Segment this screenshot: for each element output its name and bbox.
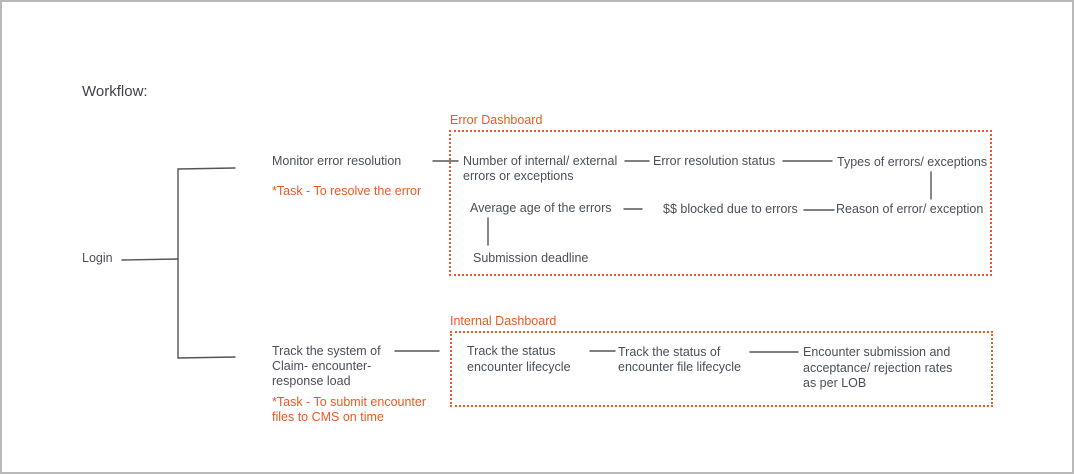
track-system-node-line-3: response load (272, 374, 351, 388)
status-lifecycle-node-line-1: Track the status (467, 344, 556, 358)
reason-of-error-node: Reason of error/ exception (836, 202, 984, 216)
resolution-status-node: Error resolution status (653, 154, 776, 168)
monitor-error-node: Monitor error resolution (272, 154, 402, 168)
submission-deadline-node: Submission deadline (473, 251, 589, 265)
internal-dashboard-label: Internal Dashboard (450, 314, 557, 328)
track-system-node-line-1: Track the system of (272, 344, 381, 358)
internal-external-count-line-1: Number of internal/ external (463, 154, 618, 168)
login-connector (121, 258, 179, 261)
submission-rates-node-line-2: acceptance/ rejection rates (803, 361, 953, 375)
tree-bottom-branch (177, 356, 236, 359)
internal-dashboard-box (450, 331, 993, 407)
submission-rates-node-line-1: Encounter submission and (803, 345, 951, 359)
error-dashboard-label: Error Dashboard (450, 113, 543, 127)
internal-external-count-line-2: errors or exceptions (463, 169, 574, 183)
track-system-node-line-2: Claim- encounter- (272, 359, 372, 373)
workflow-title: Workflow: (82, 83, 148, 100)
submission-rates-node-line-3: as per LOB (803, 376, 867, 390)
status-lifecycle-node-line-2: encounter lifecycle (467, 360, 571, 374)
file-lifecycle-node-line-2: encounter file lifecycle (618, 360, 741, 374)
file-lifecycle-node-line-1: Track the status of (618, 345, 721, 359)
login-node: Login (82, 251, 113, 265)
blocked-amount-node: $$ blocked due to errors (663, 202, 798, 216)
submit-files-task-line-2: files to CMS on time (272, 410, 384, 424)
tree-top-branch (177, 167, 236, 170)
average-age-node: Average age of the errors (470, 201, 612, 215)
submit-files-task-line-1: *Task - To submit encounter (272, 395, 427, 409)
types-of-errors-node: Types of errors/ exceptions (837, 155, 988, 169)
resolve-error-task: *Task - To resolve the error (272, 184, 422, 198)
error-dashboard-box (449, 130, 992, 276)
